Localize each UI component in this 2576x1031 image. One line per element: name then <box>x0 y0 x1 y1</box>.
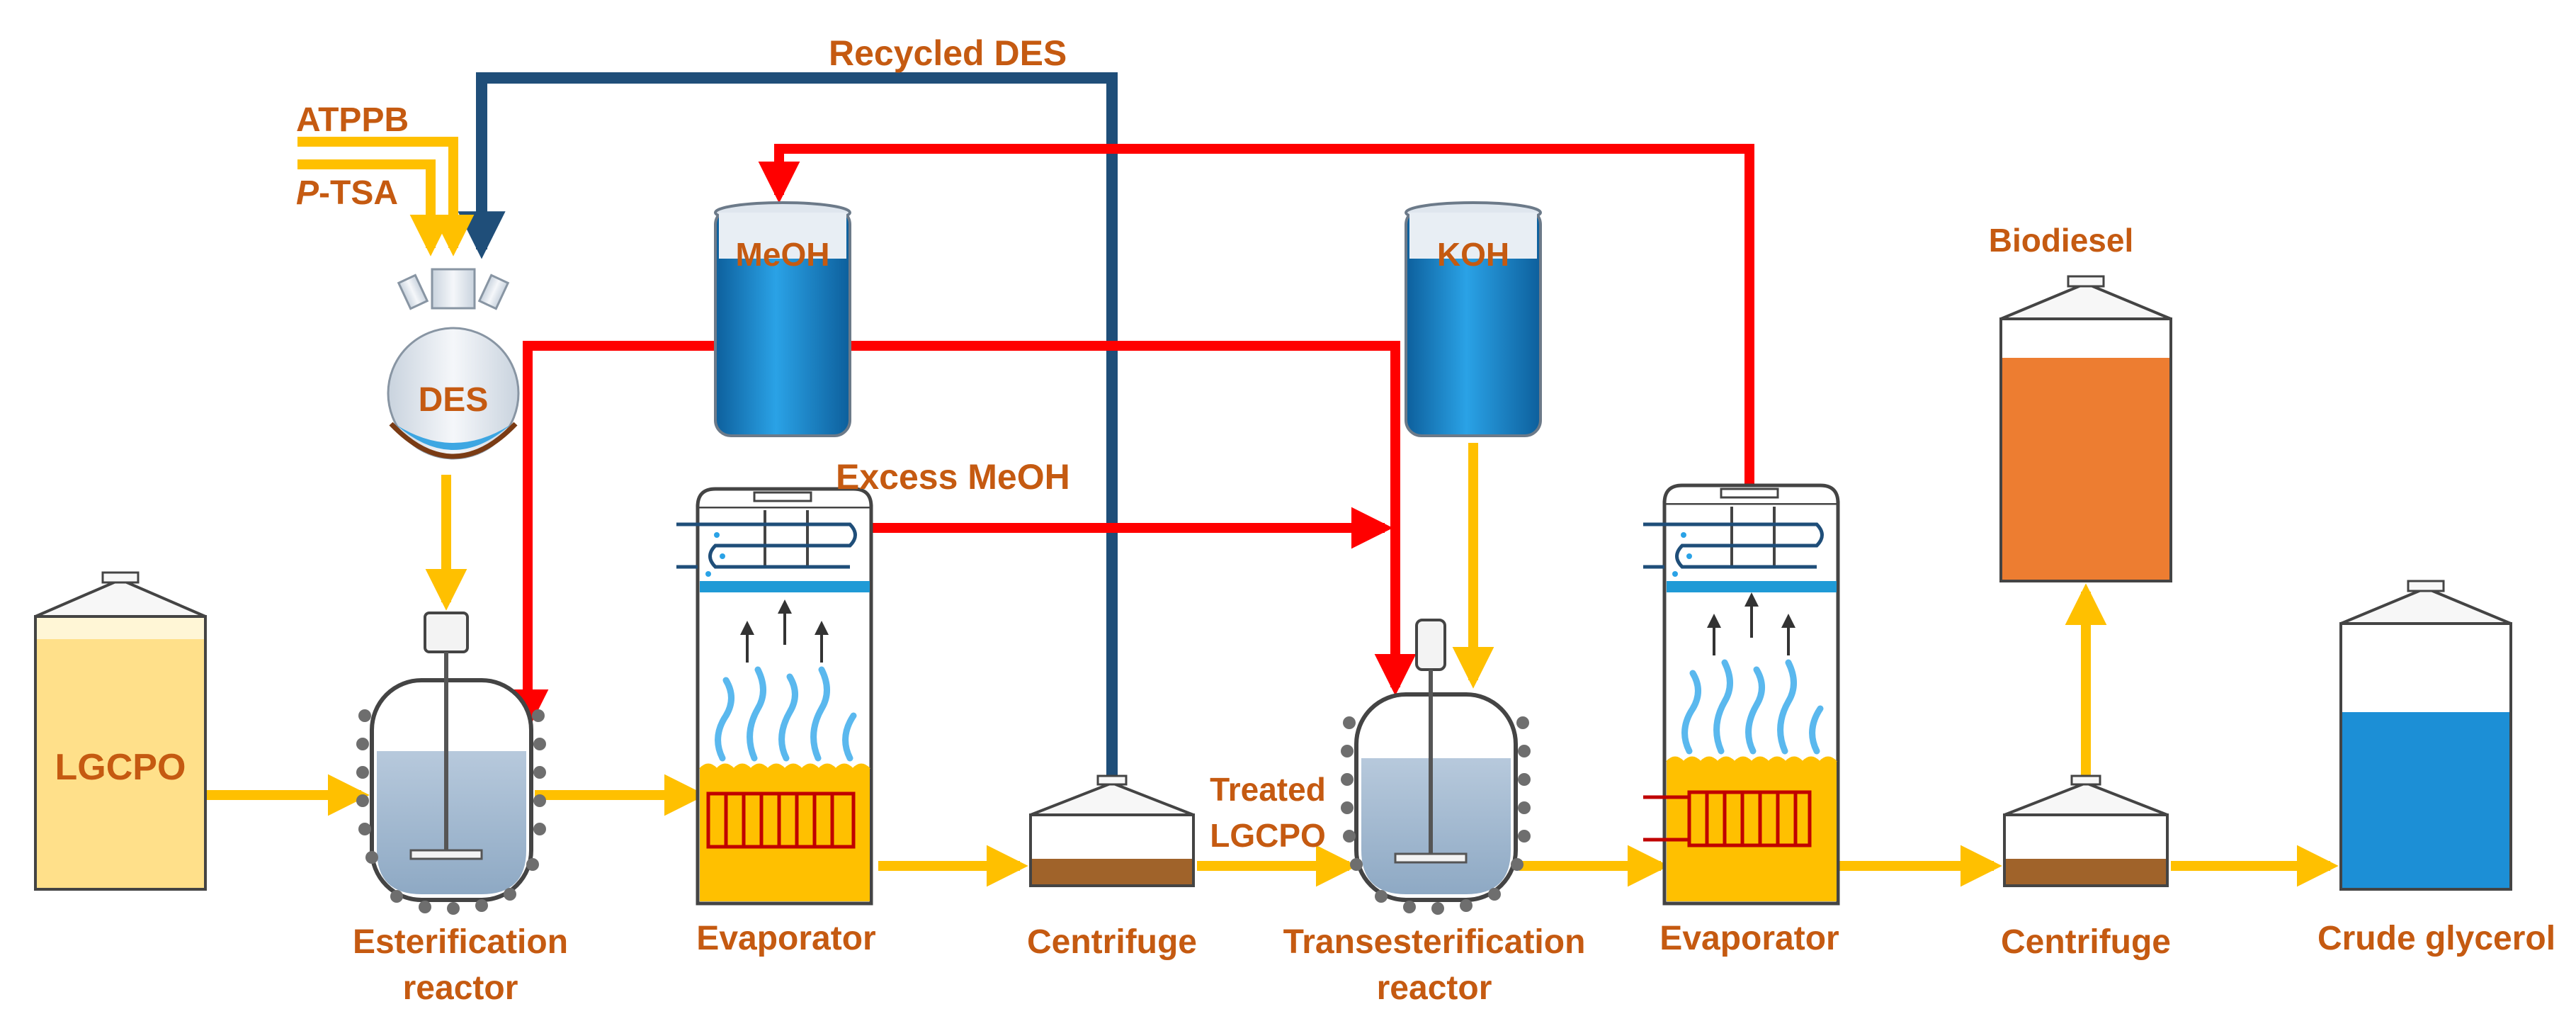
recycled-des-label: Recycled DES <box>829 33 1067 73</box>
main-process-streams <box>205 443 2339 887</box>
crude-glycerol-tank <box>2339 580 2512 891</box>
methanol-streams <box>506 144 1754 731</box>
centrifuge-2 <box>2003 774 2169 887</box>
meoh-tank <box>714 201 851 437</box>
crude-glycerol-label: Crude glycerol <box>2317 920 2555 957</box>
ptsa-suffix: -TSA <box>319 174 398 212</box>
excess-meoh-label: Excess MeOH <box>836 457 1070 497</box>
treated-label-line1: Treated <box>1210 771 1326 808</box>
evaporator-1 <box>676 487 873 906</box>
centrifuge-2-label: Centrifuge <box>2001 923 2171 961</box>
additive-feed-streams <box>297 137 475 257</box>
esterification-reactor <box>356 612 546 915</box>
evaporator-2 <box>1643 483 1840 906</box>
koh-label: KOH <box>1437 236 1509 273</box>
centrifuge-1 <box>1029 774 1195 887</box>
evaporator-2-label: Evaporator <box>1659 920 1839 957</box>
transesterification-label-line2: reactor <box>1377 969 1492 1007</box>
lgcpo-label: LGCPO <box>55 747 186 788</box>
biodiesel-label: Biodiesel <box>1989 222 2134 259</box>
koh-tank <box>1405 201 1542 437</box>
transesterification-label-line1: Transesterification <box>1283 923 1586 961</box>
recycled-des-stream <box>458 72 1118 779</box>
evaporator-1-label: Evaporator <box>696 920 875 957</box>
ptsa-prefix: P <box>296 174 319 212</box>
esterification-label-line1: Esterification <box>353 923 568 961</box>
ptsa-label: P-TSA <box>296 174 398 212</box>
des-label: DES <box>419 381 489 419</box>
lgcpo-tank <box>34 571 207 891</box>
treated-label-line2: LGCPO <box>1210 817 1326 854</box>
centrifuge-1-label: Centrifuge <box>1027 923 1197 961</box>
atppb-label: ATPPB <box>296 101 409 139</box>
des-flask <box>387 268 520 460</box>
biodiesel-tank <box>1999 275 2172 582</box>
meoh-label: MeOH <box>736 236 830 273</box>
esterification-label-line2: reactor <box>403 969 518 1007</box>
transesterification-reactor <box>1341 619 1531 915</box>
